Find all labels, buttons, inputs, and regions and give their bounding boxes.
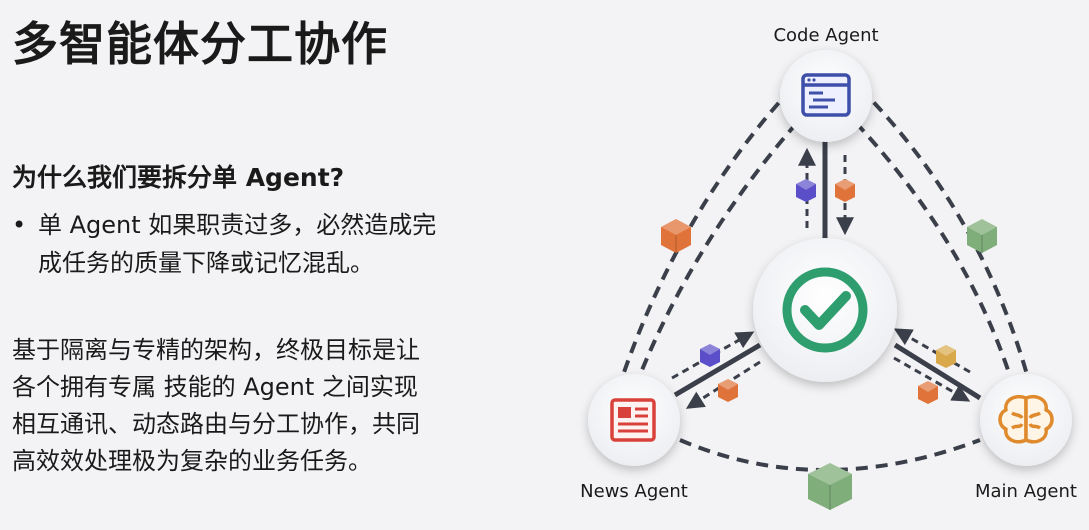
hub-node	[753, 238, 897, 382]
connector-code-news-inner	[640, 106, 812, 371]
bullet-line-1: 单 Agent 如果职责过多，必然造成完	[38, 211, 437, 239]
connector-code-news-outer	[620, 86, 794, 379]
newspaper-icon	[610, 398, 656, 442]
connector-code-main-outer	[858, 86, 1030, 379]
page-title: 多智能体分工协作	[12, 17, 388, 71]
code-agent-label: Code Agent	[773, 25, 878, 46]
paragraph-line-2: 各个拥有专属 技能的 Agent 之间实现	[12, 373, 418, 401]
agent-diagram: Code Agent News Agent Main Agent	[580, 25, 1077, 510]
code-agent-node	[780, 50, 872, 142]
checkmark-icon	[782, 267, 868, 353]
arrow-news-to-hub	[671, 331, 755, 380]
package-news-blue	[700, 344, 720, 367]
main-agent-label: Main Agent	[975, 481, 1077, 502]
package-code-main	[967, 219, 997, 253]
paragraph-line-1: 基于隔离与专精的架构，终极目标是让	[12, 336, 420, 364]
package-code-news	[661, 219, 691, 253]
package-code-orange	[835, 179, 855, 202]
bullet-list: • 单 Agent 如果职责过多，必然造成完 成任务的质量下降或记忆混乱。	[12, 206, 492, 282]
connector-code-main-inner	[840, 106, 1010, 371]
paragraph-line-3: 相互通讯、动态路由与分工协作，共同	[12, 410, 420, 438]
spoke-news-hub	[673, 342, 762, 398]
package-news-orange	[718, 379, 738, 402]
package-main-yellow	[936, 345, 956, 368]
brain-icon	[998, 395, 1054, 444]
news-agent-label: News Agent	[580, 481, 688, 502]
paragraph-line-4: 高效效处理极为复杂的业务任务。	[12, 447, 372, 475]
news-agent-node	[588, 374, 680, 466]
bullet-item: • 单 Agent 如果职责过多，必然造成完 成任务的质量下降或记忆混乱。	[12, 206, 492, 282]
arrow-hub-to-main	[893, 356, 971, 402]
code-window-icon	[801, 73, 851, 117]
bullet-marker: •	[12, 211, 27, 239]
description-paragraph: 基于隔离与专精的架构，终极目标是让 各个拥有专属 技能的 Agent 之间实现 …	[12, 332, 512, 480]
package-code-blue	[796, 179, 816, 202]
package-main-orange	[918, 381, 938, 404]
main-agent-node	[980, 374, 1072, 466]
question-heading: 为什么我们要拆分单 Agent?	[12, 163, 345, 192]
arrow-main-to-hub	[893, 328, 971, 374]
package-news-main	[808, 463, 852, 510]
bullet-line-2: 成任务的质量下降或记忆混乱。	[38, 249, 374, 277]
